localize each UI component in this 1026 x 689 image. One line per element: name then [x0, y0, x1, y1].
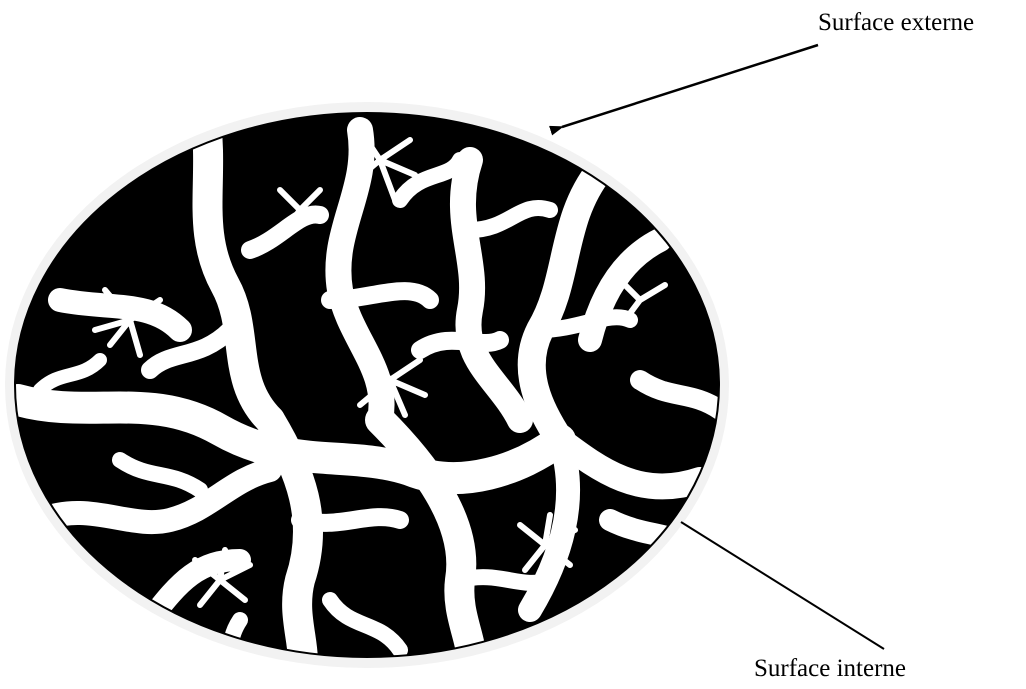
internal-surface-leader — [681, 522, 884, 649]
external-surface-label: Surface externe — [818, 10, 974, 35]
external-surface-arrow — [562, 45, 818, 127]
internal-surface-label: Surface interne — [754, 656, 906, 681]
